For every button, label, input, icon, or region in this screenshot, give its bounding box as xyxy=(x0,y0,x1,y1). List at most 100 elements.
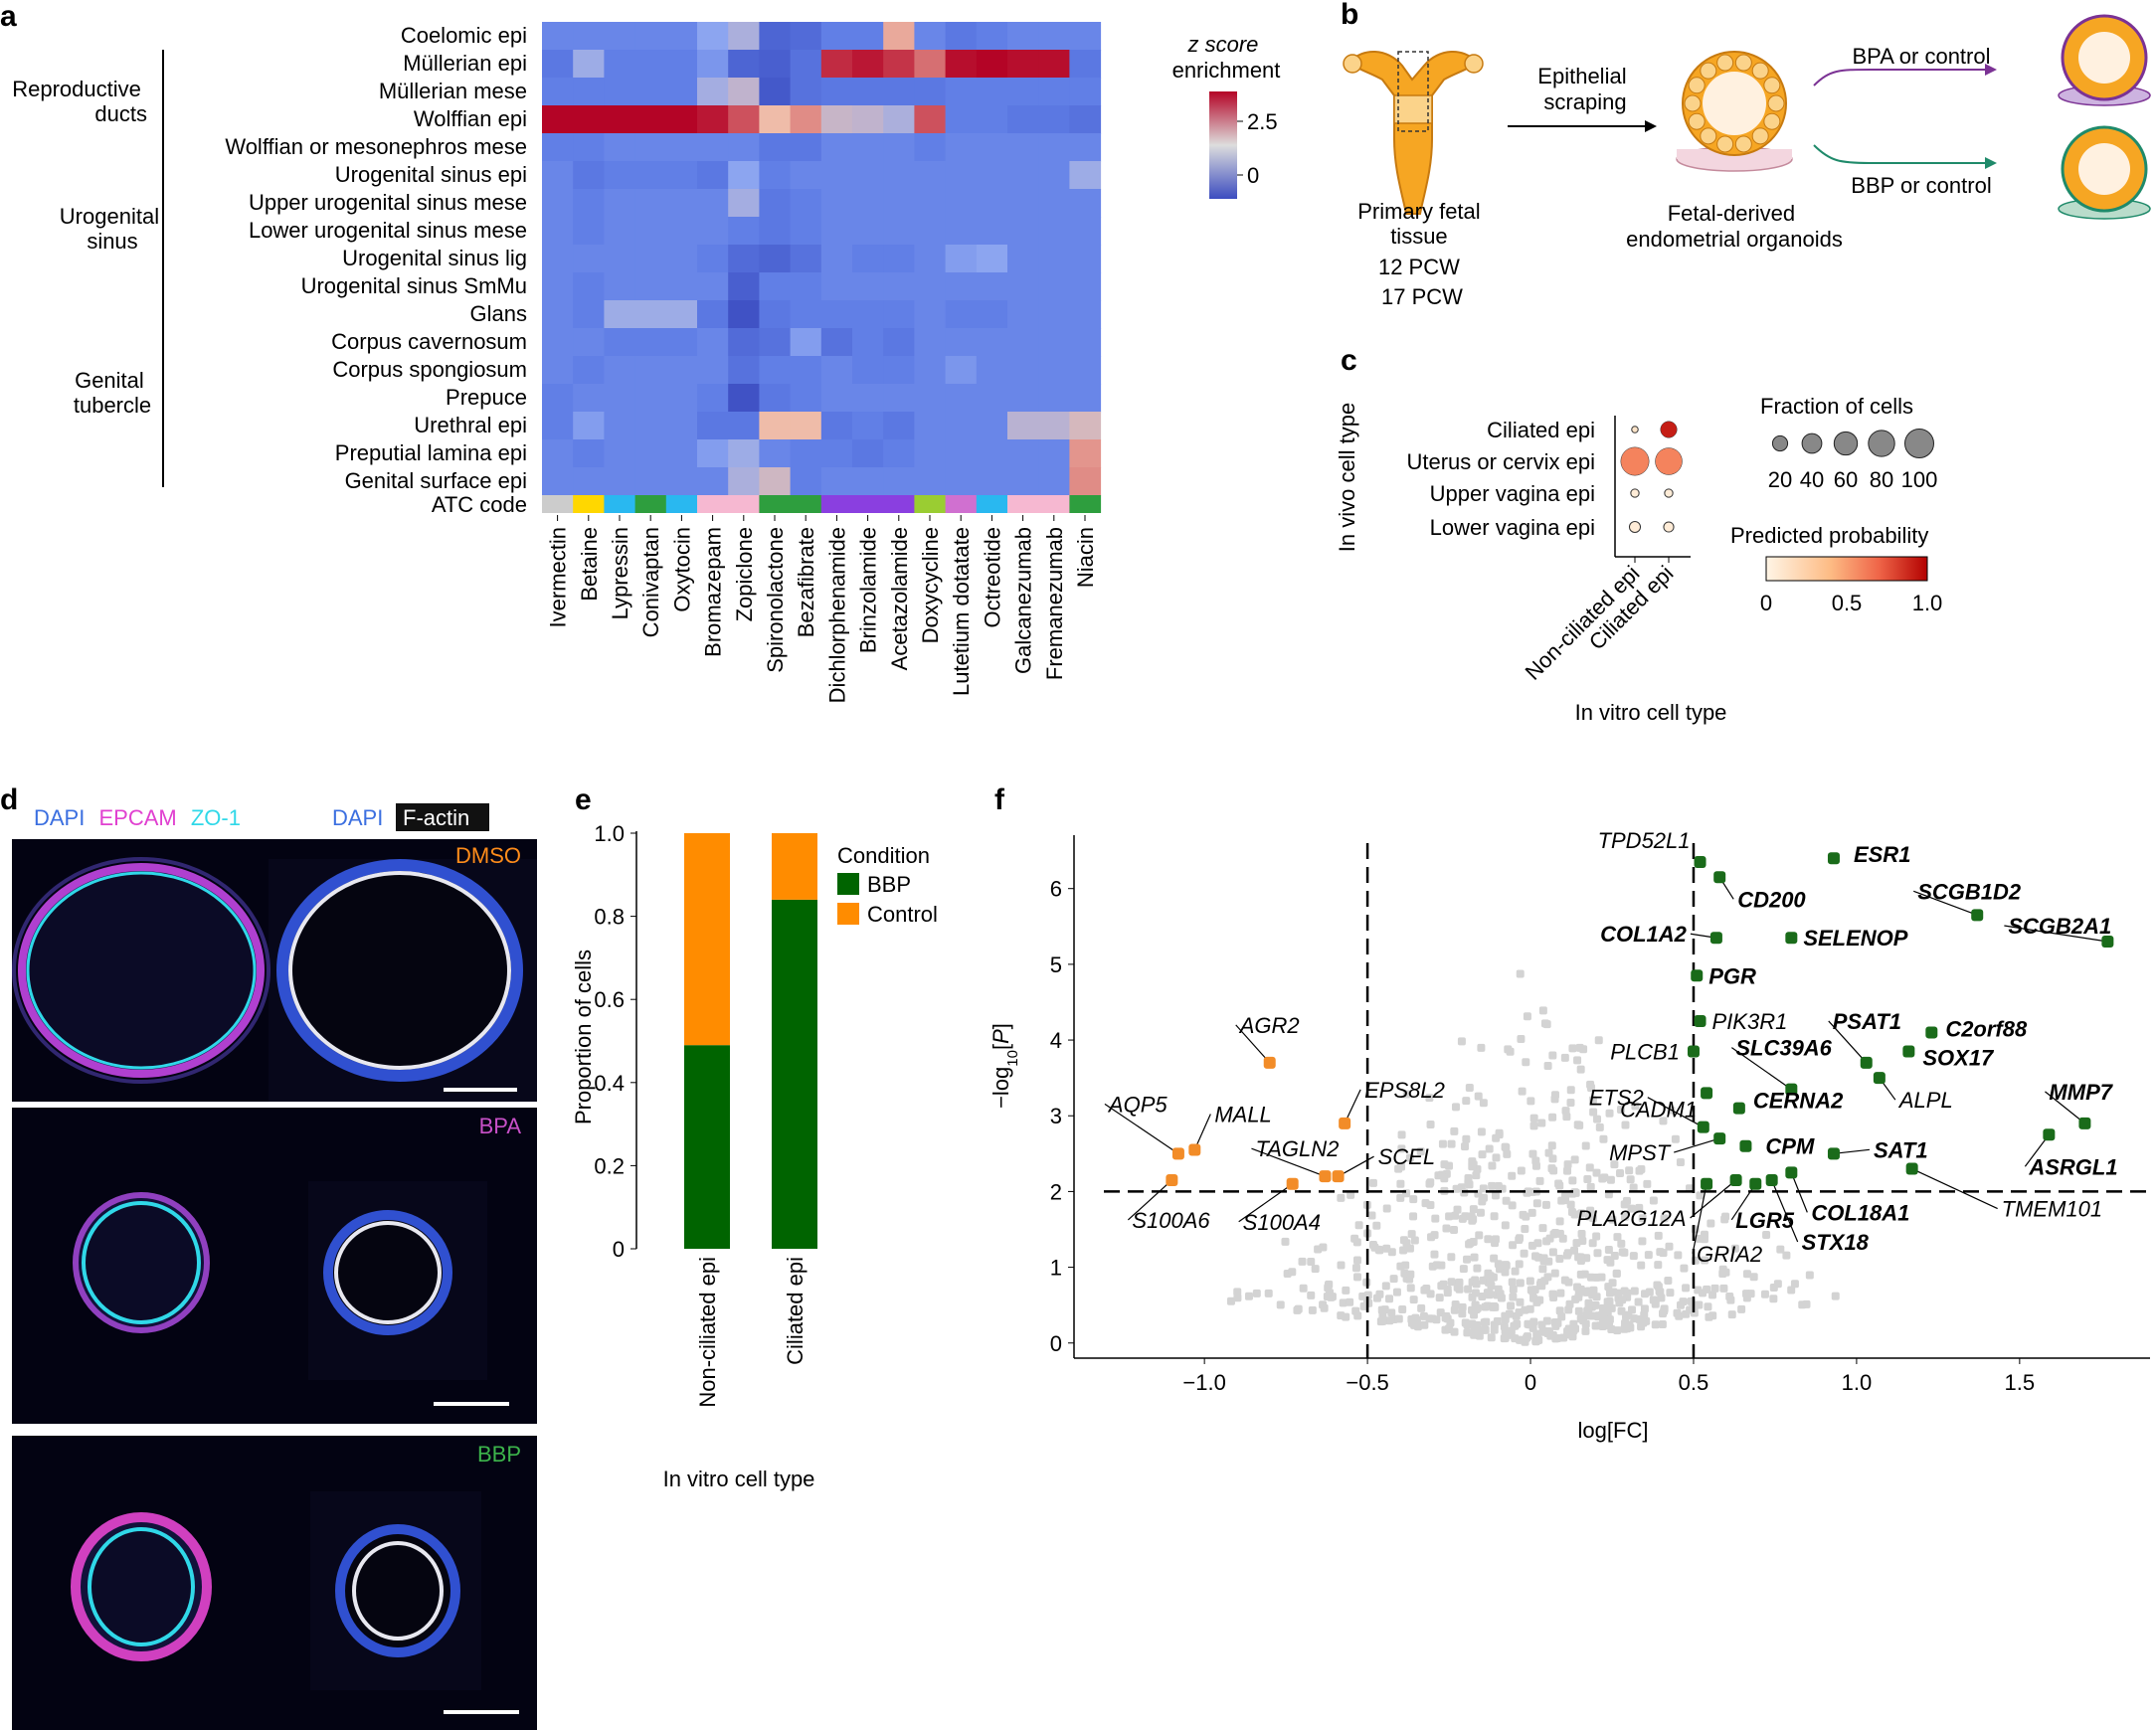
heatmap-column-label: Brinzolamide xyxy=(856,527,881,653)
heatmap-cell xyxy=(542,217,574,246)
heatmap-cell xyxy=(665,300,698,329)
panel-label-f: f xyxy=(994,783,1005,816)
heatmap-column-label: Dichlorphenamide xyxy=(824,527,849,703)
background-point xyxy=(1679,1298,1688,1306)
heatmap-cell xyxy=(914,272,947,301)
heatmap-cell xyxy=(820,78,853,106)
background-point xyxy=(1432,1261,1441,1270)
background-point xyxy=(1394,1314,1403,1323)
background-point xyxy=(1587,1311,1596,1320)
background-point xyxy=(1563,1160,1572,1169)
background-point xyxy=(1538,1224,1547,1233)
gene-point-up xyxy=(1713,1132,1726,1145)
background-point xyxy=(1637,1261,1646,1270)
heatmap-column-label: Bezafibrate xyxy=(794,527,818,637)
background-point xyxy=(1527,1097,1535,1106)
atc-swatch xyxy=(604,495,636,513)
gene-label: TAGLN2 xyxy=(1255,1136,1339,1161)
background-point xyxy=(1397,1130,1406,1139)
heatmap-cell xyxy=(542,78,574,106)
background-point xyxy=(1516,1298,1525,1306)
heatmap-cell xyxy=(790,467,822,496)
heatmap-cell xyxy=(759,245,792,273)
gene-point-down xyxy=(1286,1177,1299,1190)
label-leader xyxy=(1338,1155,1374,1177)
atc-swatch xyxy=(790,495,822,513)
background-point xyxy=(1353,1311,1362,1320)
heatmap-cell xyxy=(634,133,667,162)
background-point xyxy=(1589,1286,1598,1295)
heatmap-row-label: Urethral epi xyxy=(414,413,527,437)
heatmap-cell xyxy=(945,300,978,329)
heatmap-cell xyxy=(542,439,574,468)
heatmap-cell xyxy=(1069,78,1102,106)
dotplot-dot xyxy=(1628,520,1642,534)
heatmap-row-label: Genital surface epi xyxy=(345,468,527,493)
heatmap-cell xyxy=(759,78,792,106)
background-point xyxy=(1466,1239,1475,1248)
heatmap-row-label: Corpus spongiosum xyxy=(332,357,527,382)
background-point xyxy=(1664,1276,1673,1285)
gene-label: PLCB1 xyxy=(1610,1039,1680,1064)
gene-label: SCGB1D2 xyxy=(1917,879,2022,904)
dotplot-dot xyxy=(1630,488,1640,498)
background-point xyxy=(1543,1273,1552,1282)
bar-y-tick-label: 0.4 xyxy=(594,1071,625,1096)
bar-segment-control xyxy=(684,833,730,1046)
gene-label: GRIA2 xyxy=(1697,1242,1762,1267)
background-point xyxy=(1682,1284,1691,1293)
background-point xyxy=(1708,1291,1717,1299)
atc-swatch xyxy=(573,495,605,513)
heatmap-cell xyxy=(976,217,1008,246)
bpa-arrow xyxy=(1813,69,1989,86)
organoids-label: Fetal-derived endometrial organoids xyxy=(1626,201,1843,252)
heatmap-cell xyxy=(697,272,729,301)
gene-point-up xyxy=(2043,1128,2056,1141)
background-point xyxy=(1727,1310,1736,1319)
background-point xyxy=(1380,1305,1389,1314)
background-point xyxy=(1581,1326,1590,1335)
background-point xyxy=(1409,1195,1418,1204)
heatmap-cell xyxy=(1038,161,1070,190)
background-point xyxy=(1527,1241,1536,1250)
background-point xyxy=(1621,1121,1630,1129)
background-point xyxy=(1441,1313,1450,1322)
heatmap-cell xyxy=(945,217,978,246)
bar-y-tick-label: 0.8 xyxy=(594,905,625,930)
background-point xyxy=(1570,1155,1579,1164)
background-point xyxy=(1798,1300,1807,1309)
background-point xyxy=(1613,1326,1622,1335)
heatmap-cell xyxy=(1038,245,1070,273)
heatmap-cell xyxy=(790,161,822,190)
background-point xyxy=(1555,1229,1564,1238)
prob-tick: 0 xyxy=(1760,591,1772,615)
heatmap-cell xyxy=(883,300,915,329)
heatmap-cell xyxy=(820,105,853,134)
heatmap-cell xyxy=(852,384,884,413)
gene-label: SOX17 xyxy=(1922,1045,1995,1070)
heatmap-cell xyxy=(790,105,822,134)
heatmap-cell xyxy=(728,105,760,134)
background-point xyxy=(1480,1318,1489,1327)
background-point xyxy=(1547,1141,1556,1150)
background-point xyxy=(1450,1305,1459,1314)
heatmap-cell xyxy=(976,22,1008,51)
gene-label: CADM1 xyxy=(1620,1097,1697,1122)
background-point xyxy=(1760,1290,1769,1298)
background-point xyxy=(1782,1251,1791,1260)
heatmap-cell xyxy=(820,245,853,273)
gene-point-up xyxy=(1709,932,1722,945)
heatmap-cell xyxy=(883,412,915,440)
background-point xyxy=(1522,1212,1530,1221)
atc-swatch xyxy=(634,495,667,513)
heatmap-cell xyxy=(1069,22,1102,51)
background-point xyxy=(1425,1094,1434,1103)
background-point xyxy=(1252,1289,1261,1298)
heatmap-cell xyxy=(1069,467,1102,496)
background-point xyxy=(1625,1166,1634,1175)
heatmap-cell xyxy=(542,467,574,496)
background-point xyxy=(1653,1281,1662,1290)
size-legend-label: 40 xyxy=(1800,467,1824,492)
heatmap-cell xyxy=(728,133,760,162)
